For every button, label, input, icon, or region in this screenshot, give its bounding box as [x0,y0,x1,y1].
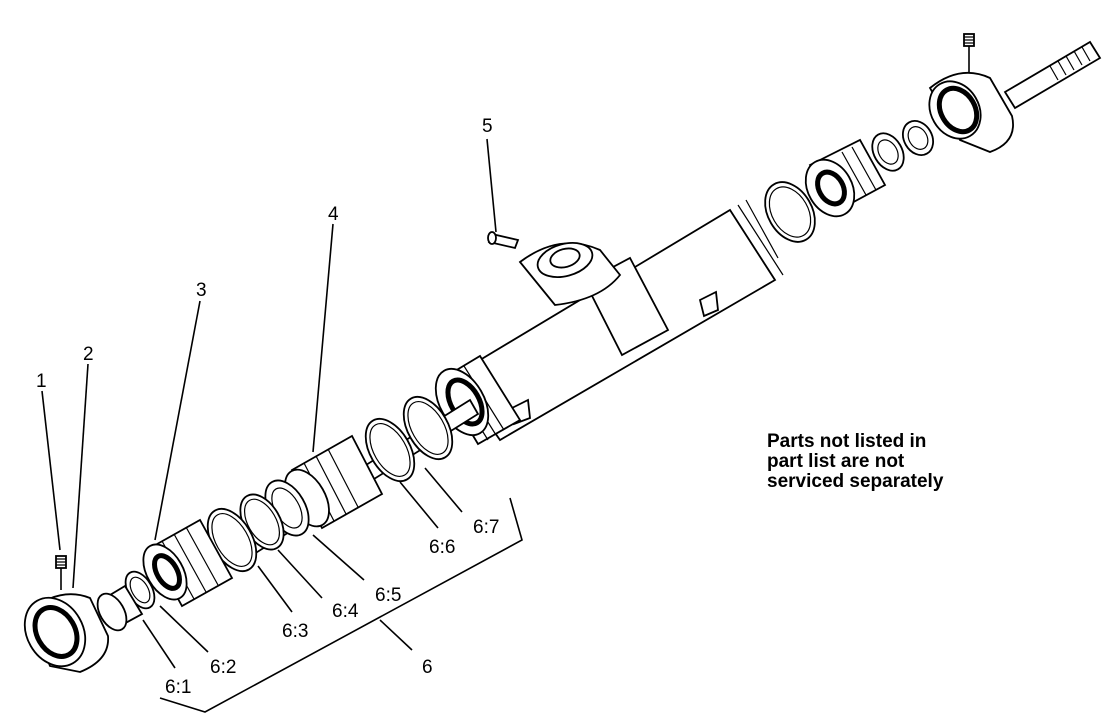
callout-1: 1 [36,371,47,392]
ring-6-7 [402,396,454,460]
right-gland [804,138,887,218]
rod-end-thread [1003,40,1102,110]
callout-2: 2 [83,344,94,365]
right-set-screw [963,33,975,72]
left-gland [142,518,234,608]
left-set-screw [55,555,67,590]
left-end-nut [23,593,109,673]
bolt [487,231,520,250]
bushing-6-1 [96,584,144,632]
callout-6-5: 6:5 [375,585,401,606]
leader-lines [41,138,523,713]
parts-note: Parts not listed in part list are not se… [767,432,943,492]
callout-6-1: 6:1 [165,677,191,698]
callout-6-3: 6:3 [282,621,308,642]
callout-6-2: 6:2 [210,657,236,678]
callout-6-4: 6:4 [332,601,359,622]
callout-3: 3 [196,280,207,301]
callout-6-6: 6:6 [429,537,455,558]
right-end-nut [928,71,1014,153]
parts-note-line-1: Parts not listed in [767,431,927,452]
parts-note-line-2: part list are not [767,451,905,472]
parts-note-line-3: serviced separately [767,471,944,492]
callout-6: 6 [422,657,433,678]
callout-6-7: 6:7 [473,517,499,538]
callout-5: 5 [482,116,493,137]
callout-4: 4 [328,204,339,225]
cylinder-barrel [434,199,784,446]
ring-6-6 [364,418,416,482]
right-rings [871,120,934,172]
right-o-ring [764,181,816,243]
